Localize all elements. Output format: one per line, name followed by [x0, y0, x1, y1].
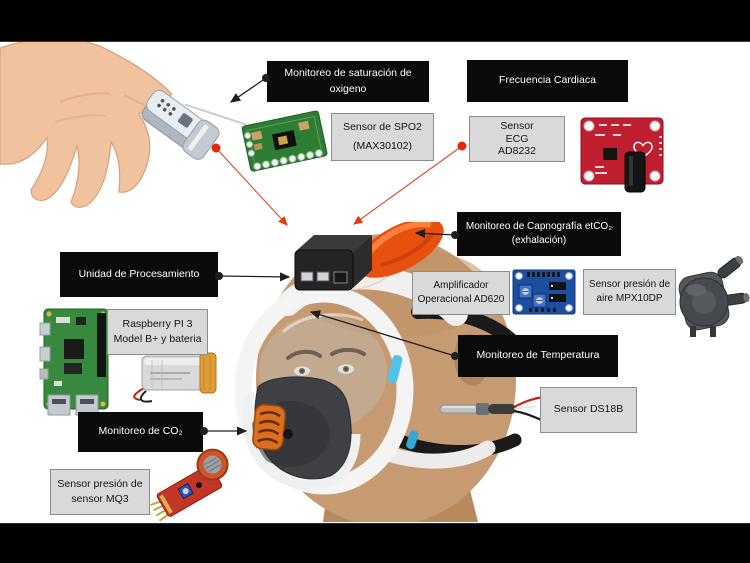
label-sensor-spo2-max30102: Sensor de SPO2 (MAX30102)	[331, 113, 434, 161]
mq3-sensor-module-image	[150, 448, 229, 522]
mouthpiece-grill-icon	[252, 404, 286, 451]
label-monitoreo-saturacion-oxigeno: Monitoreo de saturación de oxigeno	[267, 61, 429, 102]
pulse-oximeter-icon	[141, 89, 247, 160]
label-amplificador-ad620: Amplificador Operacional AD620	[412, 271, 510, 315]
label-monitoreo-co2: Monitoreo de CO₂	[78, 412, 203, 452]
lipo-battery-image	[133, 352, 217, 403]
label-monitoreo-temperatura: Monitoreo de Temperatura	[458, 335, 618, 377]
label-monitoreo-capnografia: Monitoreo de Capnografía etCO₂ (exhalaci…	[457, 212, 621, 256]
label-unidad-procesamiento: Unidad de Procesamiento	[60, 252, 218, 297]
label-raspberry-pi-bateria: Raspberry PI 3 Model B+ y bateria	[107, 309, 208, 355]
label-sensor-mq3: Sensor presión de sensor MQ3	[50, 469, 150, 515]
label-sensor-ecg-ad8232: Sensor ECG AD8232	[469, 116, 565, 162]
ad8232-ecg-board-image	[580, 117, 664, 193]
label-sensor-ds18b: Sensor DS18B	[540, 387, 637, 433]
hand-with-pulse-oximeter-image	[0, 42, 247, 208]
pi-case-icon	[294, 235, 372, 291]
mpx10dp-sensor-image	[678, 255, 750, 337]
raspberry-pi-board-image	[39, 308, 109, 416]
top-letterbox-bar	[0, 0, 750, 42]
ad620-module-image	[512, 269, 576, 315]
label-frecuencia-cardiaca: Frecuencia Cardiaca	[467, 60, 628, 102]
ds18b-temperature-probe-image	[439, 395, 545, 423]
bottom-letterbox-bar	[0, 523, 750, 563]
max30102-board-image	[241, 110, 328, 172]
label-sensor-presion-aire-mpx10dp: Sensor presión de aire MPX10DP	[583, 269, 676, 315]
